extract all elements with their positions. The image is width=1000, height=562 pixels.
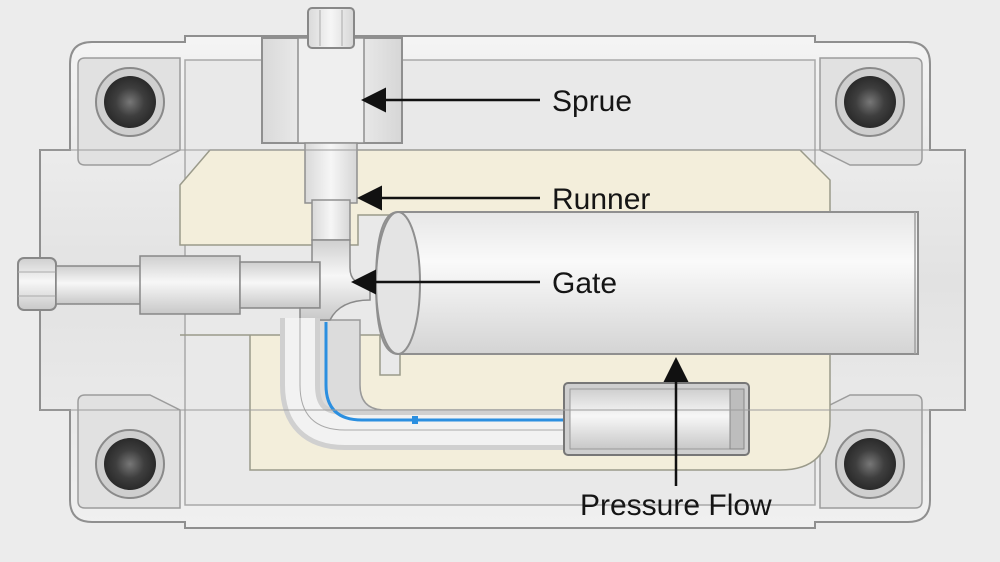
flow-channel (280, 318, 566, 450)
callout-pressure-flow: Pressure Flow (580, 357, 772, 522)
bolt-hole (835, 429, 905, 499)
bolt-hole (95, 429, 165, 499)
bolt-hole (95, 67, 165, 137)
callout-sprue: Sprue (361, 85, 632, 118)
sprue-channel (304, 142, 358, 241)
runner-nozzle (17, 255, 321, 315)
label-pressure-flow: Pressure Flow (580, 489, 772, 522)
bolt-hole (835, 67, 905, 137)
label-sprue: Sprue (552, 85, 632, 118)
pressure-piston (563, 382, 750, 456)
label-gate: Gate (552, 267, 617, 300)
sprue-bushing (261, 7, 403, 144)
label-runner: Runner (552, 183, 650, 216)
flow-marker (412, 416, 418, 424)
callout-gate: Gate (351, 267, 617, 300)
callout-runner: Runner (357, 183, 650, 216)
pressure-flow-line (324, 322, 566, 422)
